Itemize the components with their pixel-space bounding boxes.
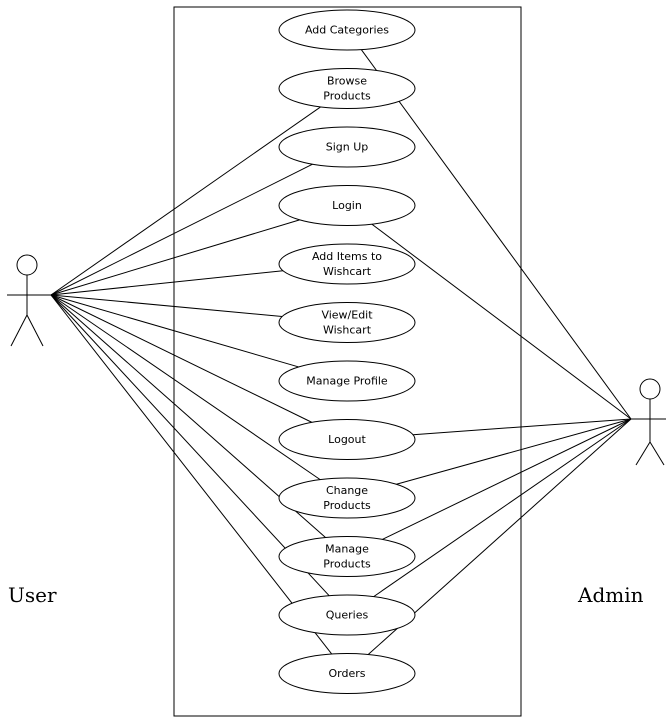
use-case-ellipse	[278, 243, 416, 285]
use-case-ellipse	[278, 360, 416, 402]
use-case-add-categories: Add Categories	[278, 9, 416, 51]
user-association-orders	[50, 294, 333, 655]
use-case-ellipse	[278, 594, 416, 636]
user-association-browse-products	[50, 106, 321, 296]
user-association-manage-profile	[50, 294, 299, 368]
use-case-label: Products	[323, 499, 371, 512]
use-case-ellipse	[278, 68, 416, 109]
use-case-label: Manage	[325, 543, 369, 556]
use-case-label: Login	[332, 199, 362, 212]
use-case-sign-up: Sign Up	[278, 126, 416, 168]
admin-association-queries	[373, 418, 632, 598]
use-case-ellipse	[278, 536, 416, 577]
admin-association-manage-products	[382, 418, 632, 540]
use-case-label: Queries	[326, 609, 369, 622]
use-case-label: Products	[323, 90, 371, 103]
user-head	[16, 254, 38, 276]
admin-left-leg	[635, 441, 651, 466]
association-lines	[50, 49, 632, 655]
admin-actor	[631, 378, 666, 466]
user-actor-label: User	[8, 583, 57, 607]
use-case-queries: Queries	[278, 594, 416, 636]
admin-association-add-categories	[360, 49, 632, 420]
use-case-ellipse	[278, 653, 416, 694]
use-case-label: Add Items to	[312, 250, 382, 263]
use-case-label: Browse	[327, 75, 367, 88]
admin-head	[639, 378, 661, 400]
admin-right-leg	[649, 441, 665, 466]
admin-association-change-products	[396, 418, 632, 485]
use-case-label: Add Categories	[305, 24, 389, 37]
admin-actor-label: Admin	[578, 583, 644, 607]
user-association-view-edit-wishcart	[50, 294, 283, 317]
user-association-add-items-to-wishcart	[50, 270, 283, 296]
use-case-ellipse	[278, 419, 416, 460]
user-association-logout	[50, 294, 313, 423]
admin-association-login	[371, 223, 632, 420]
use-case-ellipse	[278, 126, 416, 168]
admin-association-logout	[413, 418, 632, 436]
use-case-label: View/Edit	[321, 309, 373, 322]
use-case-label: Manage Profile	[306, 375, 388, 388]
use-case-add-items-to-wishcart: Add Items to Wishcart	[278, 243, 416, 285]
use-case-ellipse	[278, 477, 416, 519]
user-association-sign-up	[50, 163, 313, 296]
user-association-queries	[50, 294, 330, 597]
user-association-login	[50, 219, 300, 296]
use-case-orders: Orders	[278, 653, 416, 694]
user-actor	[7, 254, 51, 347]
user-right-leg	[26, 314, 44, 347]
user-left-leg	[10, 314, 28, 347]
use-case-logout: Logout	[278, 419, 416, 460]
use-case-label: Logout	[328, 433, 366, 446]
use-case-label: Change	[326, 484, 368, 497]
use-case-label: Wishcart	[323, 324, 372, 337]
use-case-ellipse	[278, 9, 416, 51]
use-case-label: Products	[323, 558, 371, 571]
use-case-login: Login	[278, 185, 416, 226]
use-case-ellipse	[278, 185, 416, 226]
system-boundary	[173, 6, 522, 717]
use-case-label: Wishcart	[323, 265, 372, 278]
use-case-label: Sign Up	[326, 141, 369, 154]
user-association-change-products	[50, 294, 321, 481]
use-case-manage-profile: Manage Profile	[278, 360, 416, 402]
use-case-ellipse	[278, 302, 416, 343]
use-case-label: Orders	[329, 667, 366, 680]
